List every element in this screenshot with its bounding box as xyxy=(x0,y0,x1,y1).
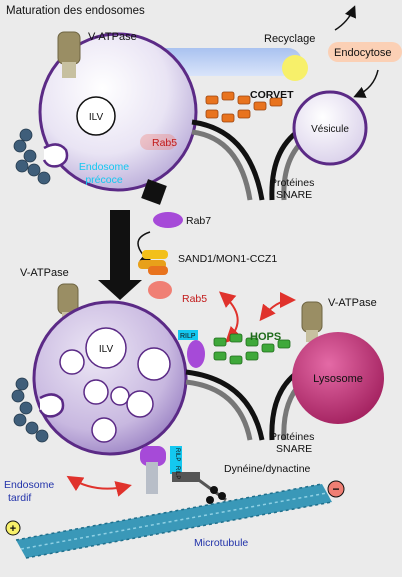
snare-top-label-1: Protéines xyxy=(270,177,314,189)
corvet-complex xyxy=(205,91,283,123)
snare-bottom-label-1: Protéines xyxy=(270,431,314,443)
snare-bottom xyxy=(185,369,304,441)
snare-bottom-label-2: SNARE xyxy=(276,443,312,455)
plus-end-marker xyxy=(5,520,21,536)
rilp-small-label: RILP xyxy=(180,333,196,340)
hops-complex xyxy=(213,333,291,365)
v-atpase-mid-label: V-ATPase xyxy=(20,267,69,279)
ilv-top-label: ILV xyxy=(89,112,104,123)
early-endosome xyxy=(38,32,198,192)
effector-shape xyxy=(141,179,167,205)
microtubule-label: Microtubule xyxy=(194,537,248,549)
rilp-dynein-complex xyxy=(140,446,227,504)
rab7-label: Rab7 xyxy=(186,215,211,227)
ilv-top xyxy=(76,96,116,136)
rab5-exchange-arrow xyxy=(218,291,243,343)
sand1-label: SAND1/MON1-CCZ1 xyxy=(178,253,277,265)
v-atpase-top xyxy=(57,31,81,78)
rab5-bottom-label: Rab5 xyxy=(182,293,207,305)
inward-budding-top xyxy=(42,143,69,168)
lysosome-fusion-arrow xyxy=(259,292,296,322)
late-endosome-label-2: tardif xyxy=(8,492,31,504)
rilp-small-box xyxy=(178,330,198,340)
ilv-bottom-group xyxy=(59,327,171,443)
late-endosome xyxy=(32,300,188,456)
vesicle xyxy=(292,90,368,166)
rilp-v2-label: RILP xyxy=(174,466,180,479)
corvet-label: CORVET xyxy=(250,89,294,101)
recycling-label: Recyclage xyxy=(264,33,315,45)
v-atpase-top-label: V-ATPase xyxy=(88,31,137,43)
rab5-top-label: Rab5 xyxy=(152,137,177,149)
microtubule xyxy=(15,483,333,559)
v-atpase-right xyxy=(301,301,323,342)
rab7-shape xyxy=(153,212,183,228)
lysosome xyxy=(292,332,384,424)
rab5-top-bg xyxy=(140,134,176,150)
hops-label: HOPS xyxy=(250,331,281,343)
maturation-arrow xyxy=(98,210,142,300)
diagram-title: Maturation des endosomes xyxy=(6,5,145,17)
plus-end-label: + xyxy=(10,523,16,535)
rab5-middle-shape xyxy=(148,281,172,299)
early-endosome-label-1: Endosome xyxy=(79,161,129,173)
v-atpase-right-label: V-ATPase xyxy=(328,297,377,309)
endocytosis-bg xyxy=(328,42,402,62)
endocytosis-label: Endocytose xyxy=(334,47,391,59)
transport-arrow xyxy=(66,475,132,497)
vesicle-label: Vésicule xyxy=(311,124,349,135)
lysosome-label: Lysosome xyxy=(313,373,363,385)
minus-end-marker xyxy=(327,480,345,498)
coat-complex-bottom xyxy=(11,377,49,443)
coat-complex-top xyxy=(13,128,51,185)
rab7-membrane xyxy=(187,340,205,368)
ilv-bottom-label: ILV xyxy=(99,344,114,355)
minus-end-label: − xyxy=(332,482,339,496)
recycling-arrow xyxy=(334,5,356,31)
endocytosis-arrow xyxy=(353,69,379,98)
rilp-v1-label: RILP xyxy=(174,448,180,461)
dynein-label: Dynéine/dynactine xyxy=(224,463,311,475)
sand1-complex xyxy=(138,250,168,275)
recycling-vesicle xyxy=(282,55,308,81)
snare-top-label-2: SNARE xyxy=(276,189,312,201)
late-endosome-label-1: Endosome xyxy=(4,479,54,491)
inward-budding-bottom xyxy=(38,393,65,418)
early-endosome-label-2: précoce xyxy=(85,174,123,186)
recycling-tubule xyxy=(150,48,302,76)
